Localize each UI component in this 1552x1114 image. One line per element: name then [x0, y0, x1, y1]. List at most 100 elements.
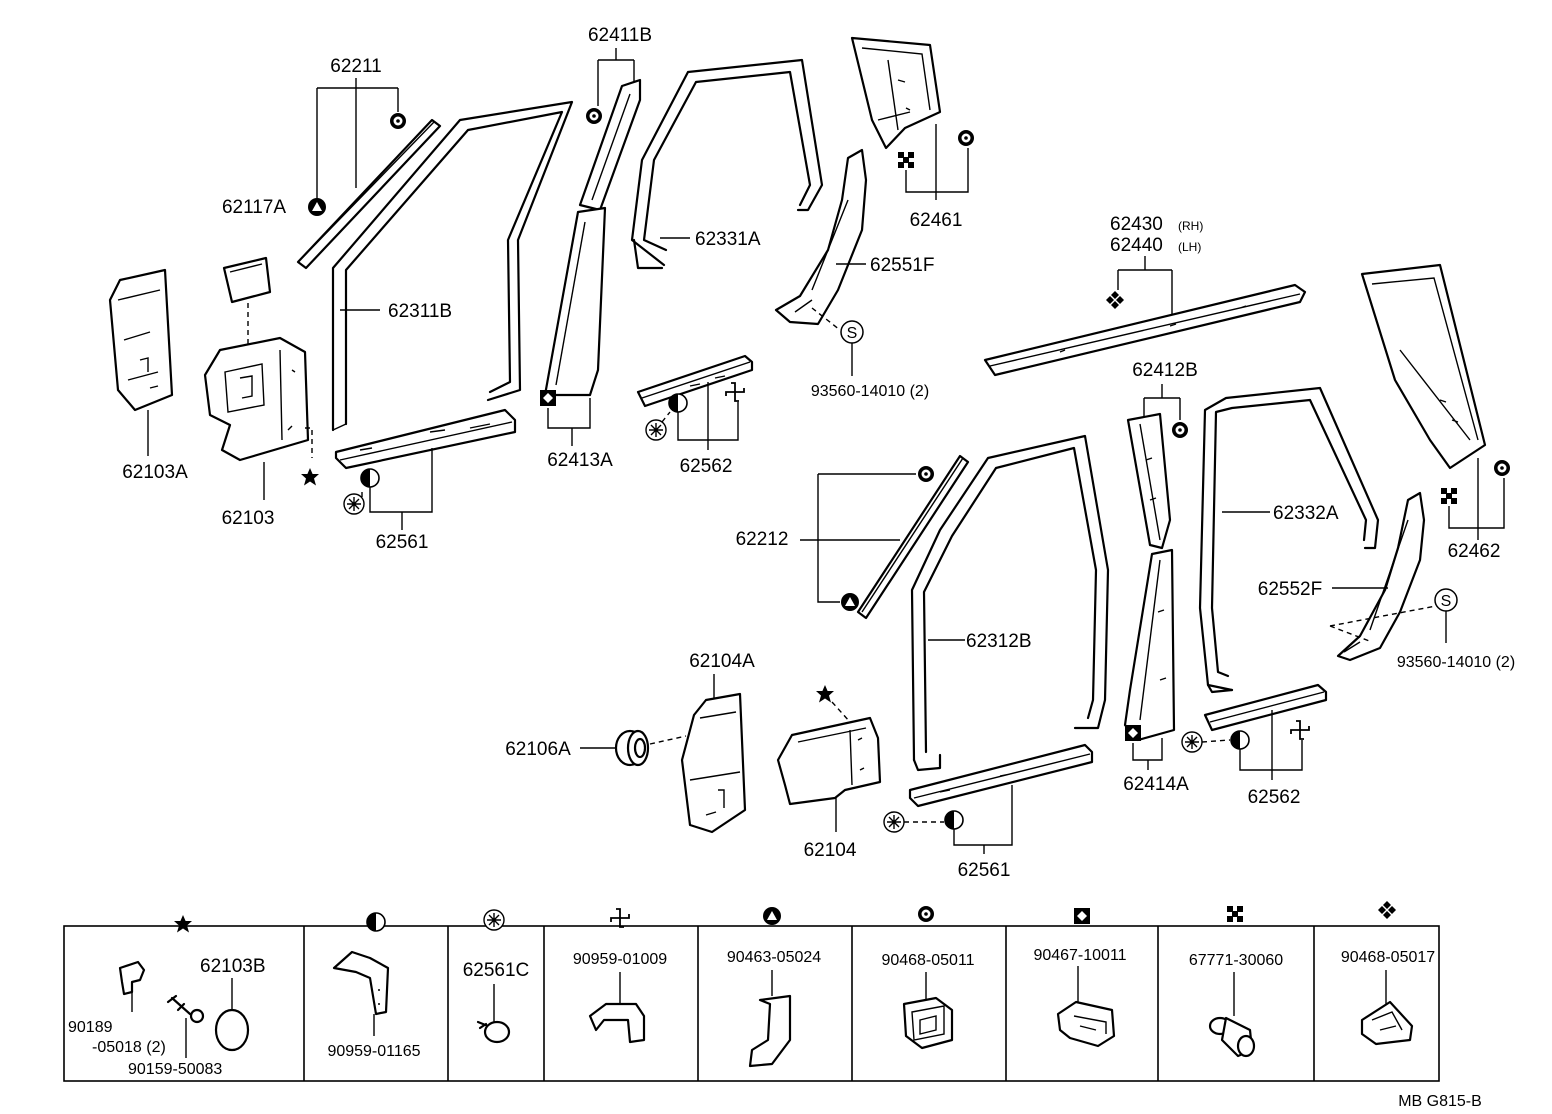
ring-clip-icon — [1494, 460, 1510, 476]
legend-90467-10011: 90467-10011 — [1033, 947, 1126, 964]
label-62562-upper: 62562 — [680, 456, 733, 477]
legend-90159-50083: 90159-50083 — [128, 1061, 222, 1078]
label-62462: 62462 — [1448, 541, 1501, 562]
legend-cell-diamond-square: 90467-10011 — [1033, 947, 1127, 1048]
four-diamond-clip-icon — [1106, 291, 1124, 309]
part-62562-lower — [1203, 683, 1328, 732]
part-62562-upper — [636, 354, 754, 408]
legend-four-diamond-icon — [1378, 901, 1396, 919]
legend-star-icon — [174, 915, 192, 933]
legend-asterisk-icon — [483, 909, 505, 931]
part-62552F — [1336, 491, 1426, 662]
label-93560-lower: 93560-14010 (2) — [1397, 654, 1515, 671]
legend-diamond-square-icon — [1074, 908, 1090, 924]
legend-pinwheel-icon — [610, 908, 630, 928]
label-62106A: 62106A — [505, 739, 571, 760]
ring-clip-icon — [1172, 422, 1188, 438]
part-62551F — [774, 148, 868, 326]
pinwheel-clip-icon — [725, 382, 745, 402]
star-bolt-icon — [816, 685, 834, 703]
legend-67771-30060: 67771-30060 — [1189, 952, 1283, 969]
part-62312B — [910, 434, 1110, 772]
asterisk-clip-icon — [1181, 731, 1203, 753]
label-62104A: 62104A — [689, 651, 755, 672]
diamond-clip-icon — [1125, 725, 1141, 741]
label-62331A: 62331A — [695, 229, 761, 250]
ring-clip-icon — [918, 466, 934, 482]
part-62412B — [1126, 412, 1172, 550]
legend-90468-05017: 90468-05017 — [1341, 949, 1435, 966]
part-62211 — [296, 118, 442, 270]
legend-90463-05024: 90463-05024 — [727, 949, 821, 966]
legend-05018: -05018 (2) — [92, 1039, 166, 1056]
legend-half-circle-icon — [366, 912, 386, 932]
s-screw-icon — [840, 320, 864, 344]
label-62104: 62104 — [804, 840, 857, 861]
part-62311B — [331, 100, 574, 432]
half-circle-clip-icon — [1230, 730, 1250, 750]
ring-clip-icon — [958, 130, 974, 146]
legend-triangle-icon — [763, 907, 781, 925]
label-62103A: 62103A — [122, 462, 188, 483]
part-62106A — [614, 729, 650, 767]
label-93560-upper: 93560-14010 (2) — [811, 383, 929, 400]
x-clip-icon — [1441, 488, 1457, 504]
legend-62103B: 62103B — [200, 956, 266, 977]
legend-x-square-icon — [1227, 906, 1243, 922]
label-62117A: 62117A — [222, 197, 286, 218]
part-62332A — [1198, 386, 1380, 694]
legend-62561C: 62561C — [463, 960, 530, 981]
label-62461: 62461 — [910, 210, 963, 231]
label-62440: 62440 — [1110, 235, 1163, 256]
label-62561-upper: 62561 — [376, 532, 429, 553]
star-bolt-icon — [301, 468, 319, 486]
diamond-clip-icon — [540, 390, 556, 406]
legend-90959-01165: 90959-01165 — [327, 1043, 420, 1060]
legend-90959-01009: 90959-01009 — [573, 951, 667, 968]
label-62103: 62103 — [222, 508, 275, 529]
label-62411B: 62411B — [588, 25, 652, 46]
part-62331A — [630, 58, 824, 270]
legend-table — [63, 901, 1440, 1082]
legend-cell-pinwheel: 90959-01009 — [573, 951, 667, 1044]
part-62103A — [108, 268, 174, 412]
part-62430-62440 — [983, 283, 1307, 377]
x-clip-icon — [898, 152, 914, 168]
legend-90189: 90189 — [68, 1019, 113, 1036]
label-62562-lower: 62562 — [1248, 787, 1301, 808]
legend-90468-05011: 90468-05011 — [881, 952, 974, 969]
label-62212: 62212 — [736, 529, 789, 550]
part-62104 — [776, 716, 882, 806]
triangle-clip-icon — [308, 198, 326, 216]
label-62414A: 62414A — [1123, 774, 1189, 795]
label-62413A: 62413A — [547, 450, 613, 471]
label-62332A: 62332A — [1273, 503, 1339, 524]
label-62311B: 62311B — [388, 301, 452, 322]
footer-code: MB G815-B — [1398, 1093, 1482, 1110]
part-62561-upper — [334, 408, 517, 470]
part-62462 — [1360, 263, 1487, 470]
label-62430-rh: (RH) — [1178, 219, 1203, 233]
part-62212 — [856, 454, 970, 620]
part-62411B — [578, 78, 642, 212]
part-62413A — [543, 206, 607, 397]
part-62461 — [850, 36, 942, 150]
legend-cell-triangle: 90463-05024 — [727, 949, 821, 1068]
ring-clip-icon — [390, 113, 406, 129]
part-62117A — [222, 256, 272, 304]
legend-cell-ring: 90468-05011 — [881, 952, 975, 1050]
legend-ring-icon — [918, 906, 934, 922]
half-circle-clip-icon — [944, 810, 964, 830]
part-62561-lower — [908, 743, 1094, 808]
pinwheel-clip-icon — [1290, 720, 1310, 740]
part-62104A — [680, 692, 747, 834]
legend-cell-half-circle: 90959-01165 — [327, 950, 421, 1060]
label-62211: 62211 — [330, 56, 381, 77]
ring-clip-icon — [586, 108, 602, 124]
label-62430: 62430 — [1110, 214, 1163, 235]
label-62312B: 62312B — [966, 631, 1032, 652]
legend-cell-four-diamond: 90468-05017 — [1341, 949, 1435, 1046]
part-62414A — [1123, 548, 1176, 742]
legend-cell-asterisk: 62561C — [463, 960, 530, 1044]
